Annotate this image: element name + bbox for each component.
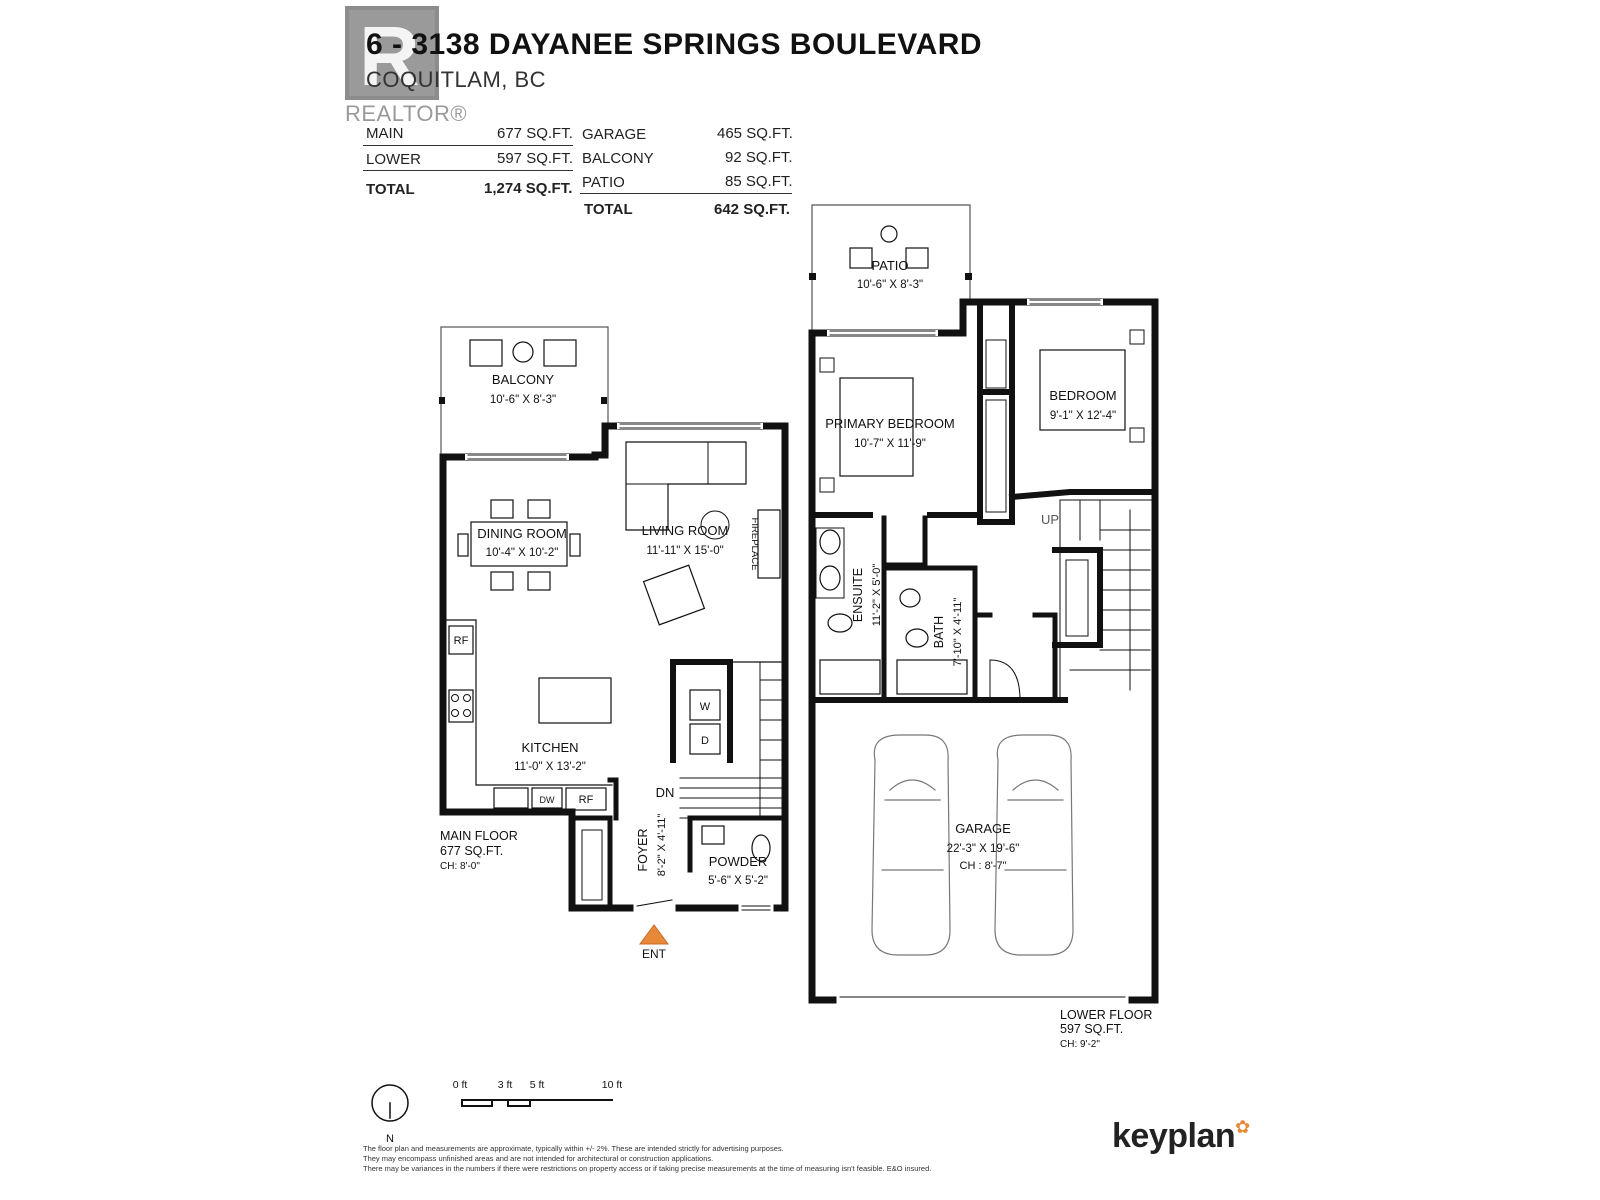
area-main-label: MAIN	[366, 125, 404, 142]
area-balcony-value: 92 SQ.FT.	[725, 149, 793, 166]
kitchen-dims: 11'-0" X 13'-2"	[514, 761, 586, 773]
area-total-value: 1,274 SQ.FT.	[484, 180, 573, 197]
scale-5: 5 ft	[530, 1079, 545, 1091]
disclaimer-line: There may be variances in the numbers if…	[363, 1164, 932, 1173]
entrance-marker-icon	[639, 924, 669, 945]
area-main-value: 677 SQ.FT.	[497, 125, 573, 142]
balcony-outline	[440, 326, 609, 456]
garage-name: GARAGE	[955, 821, 1011, 836]
area-rule	[580, 193, 792, 194]
ensuite-dims: 11'-2" X 5'-0"	[871, 564, 883, 627]
kitchen-island	[538, 677, 612, 724]
rf-label: RF	[454, 635, 469, 647]
stairs-up-label: UP	[1041, 512, 1059, 527]
keyplan-wordmark: keyplan	[1112, 1117, 1236, 1155]
area-garage-label: GARAGE	[582, 126, 647, 143]
scale-10: 10 ft	[602, 1079, 623, 1091]
patio-name: PATIO	[871, 258, 908, 273]
car-left	[871, 734, 951, 956]
dining-name: DINING ROOM	[477, 526, 567, 541]
scale-3: 3 ft	[498, 1079, 513, 1091]
balcony-name: BALCONY	[492, 372, 554, 387]
area-lower-value: 597 SQ.FT.	[497, 150, 573, 167]
keyplan-leaf-icon: ✿	[1235, 1117, 1250, 1137]
patio-dims: 10'-6" X 8'-3"	[857, 279, 923, 291]
area-patio-value: 85 SQ.FT.	[725, 173, 793, 190]
area-rule	[363, 145, 573, 146]
realtor-wordmark: REALTOR®	[345, 101, 468, 126]
bedroom-dims: 9'-1" X 12'-4"	[1050, 410, 1116, 422]
disclaimer-line: They may encompass unfinished areas and …	[363, 1154, 714, 1163]
area-rule	[363, 170, 573, 171]
ensuite-name: ENSUITE	[851, 568, 865, 622]
washer-label: W	[700, 701, 711, 713]
area-lower-label: LOWER	[366, 151, 422, 168]
scale-0: 0 ft	[453, 1079, 468, 1091]
patio-outline	[811, 204, 971, 331]
foyer-dims: 8'-2" X 4'-11"	[656, 814, 668, 877]
main-floor-name: MAIN FLOOR	[440, 829, 518, 843]
lower-floor-name: LOWER FLOOR	[1060, 1008, 1152, 1022]
primary-name: PRIMARY BEDROOM	[825, 416, 955, 431]
lower-floor-ch: CH: 9'-2"	[1060, 1039, 1100, 1050]
area-garage-value: 465 SQ.FT.	[717, 125, 793, 142]
main-floor-walls	[439, 422, 789, 912]
balcony-dims: 10'-6" X 8'-3"	[490, 394, 556, 406]
garage-ch: CH : 8'-7"	[960, 860, 1007, 872]
area-patio-label: PATIO	[582, 174, 625, 191]
car-right	[994, 734, 1074, 956]
realtor-logo: R	[345, 6, 439, 103]
keyplan-logo: keyplan✿	[1112, 1117, 1250, 1156]
main-floor-ch: CH: 8'-0"	[440, 861, 480, 872]
city-subtitle: COQUITLAM, BC	[366, 67, 547, 92]
realtor-logo-letter: R	[359, 9, 420, 103]
dining-dims: 10'-4" X 10'-2"	[486, 547, 559, 559]
address-title: 6 - 3138 DAYANEE SPRINGS BOULEVARD	[366, 28, 983, 61]
lower-floor-area: 597 SQ.FT.	[1060, 1022, 1123, 1036]
north-arrow-icon	[371, 1084, 409, 1122]
bath-dims: 7'-10" X 4'-11"	[952, 598, 964, 667]
entrance-label: ENT	[642, 947, 667, 961]
area-balcony-label: BALCONY	[582, 150, 654, 167]
fireplace-label: FIREPLACE	[749, 518, 760, 571]
area-total2-label: TOTAL	[584, 201, 633, 218]
primary-dims: 10'-7" X 11'-9"	[854, 438, 926, 450]
living-name: LIVING ROOM	[642, 523, 729, 538]
powder-name: POWDER	[709, 854, 768, 869]
bath-name: BATH	[932, 616, 946, 648]
kitchen-name: KITCHEN	[521, 740, 578, 755]
foyer-name: FOYER	[636, 828, 650, 871]
area-total2-value: 642 SQ.FT.	[714, 201, 790, 218]
dryer-label: D	[701, 735, 709, 747]
disclaimer-line: The floor plan and measurements are appr…	[363, 1144, 784, 1153]
lower-floor-walls	[808, 298, 1159, 1004]
powder-dims: 5'-6" X 5'-2"	[708, 875, 768, 887]
main-floor-area: 677 SQ.FT.	[440, 844, 503, 858]
stairs-down-label: DN	[656, 785, 675, 800]
bedroom-name: BEDROOM	[1049, 388, 1116, 403]
north-label: N	[386, 1133, 394, 1145]
living-dims: 11'-11" X 15'-0"	[646, 545, 723, 557]
garage-dims: 22'-3" X 19'-6"	[947, 843, 1020, 855]
rf-label: RF	[579, 794, 594, 806]
dw-label: DW	[540, 795, 555, 805]
area-total-label: TOTAL	[366, 181, 415, 198]
